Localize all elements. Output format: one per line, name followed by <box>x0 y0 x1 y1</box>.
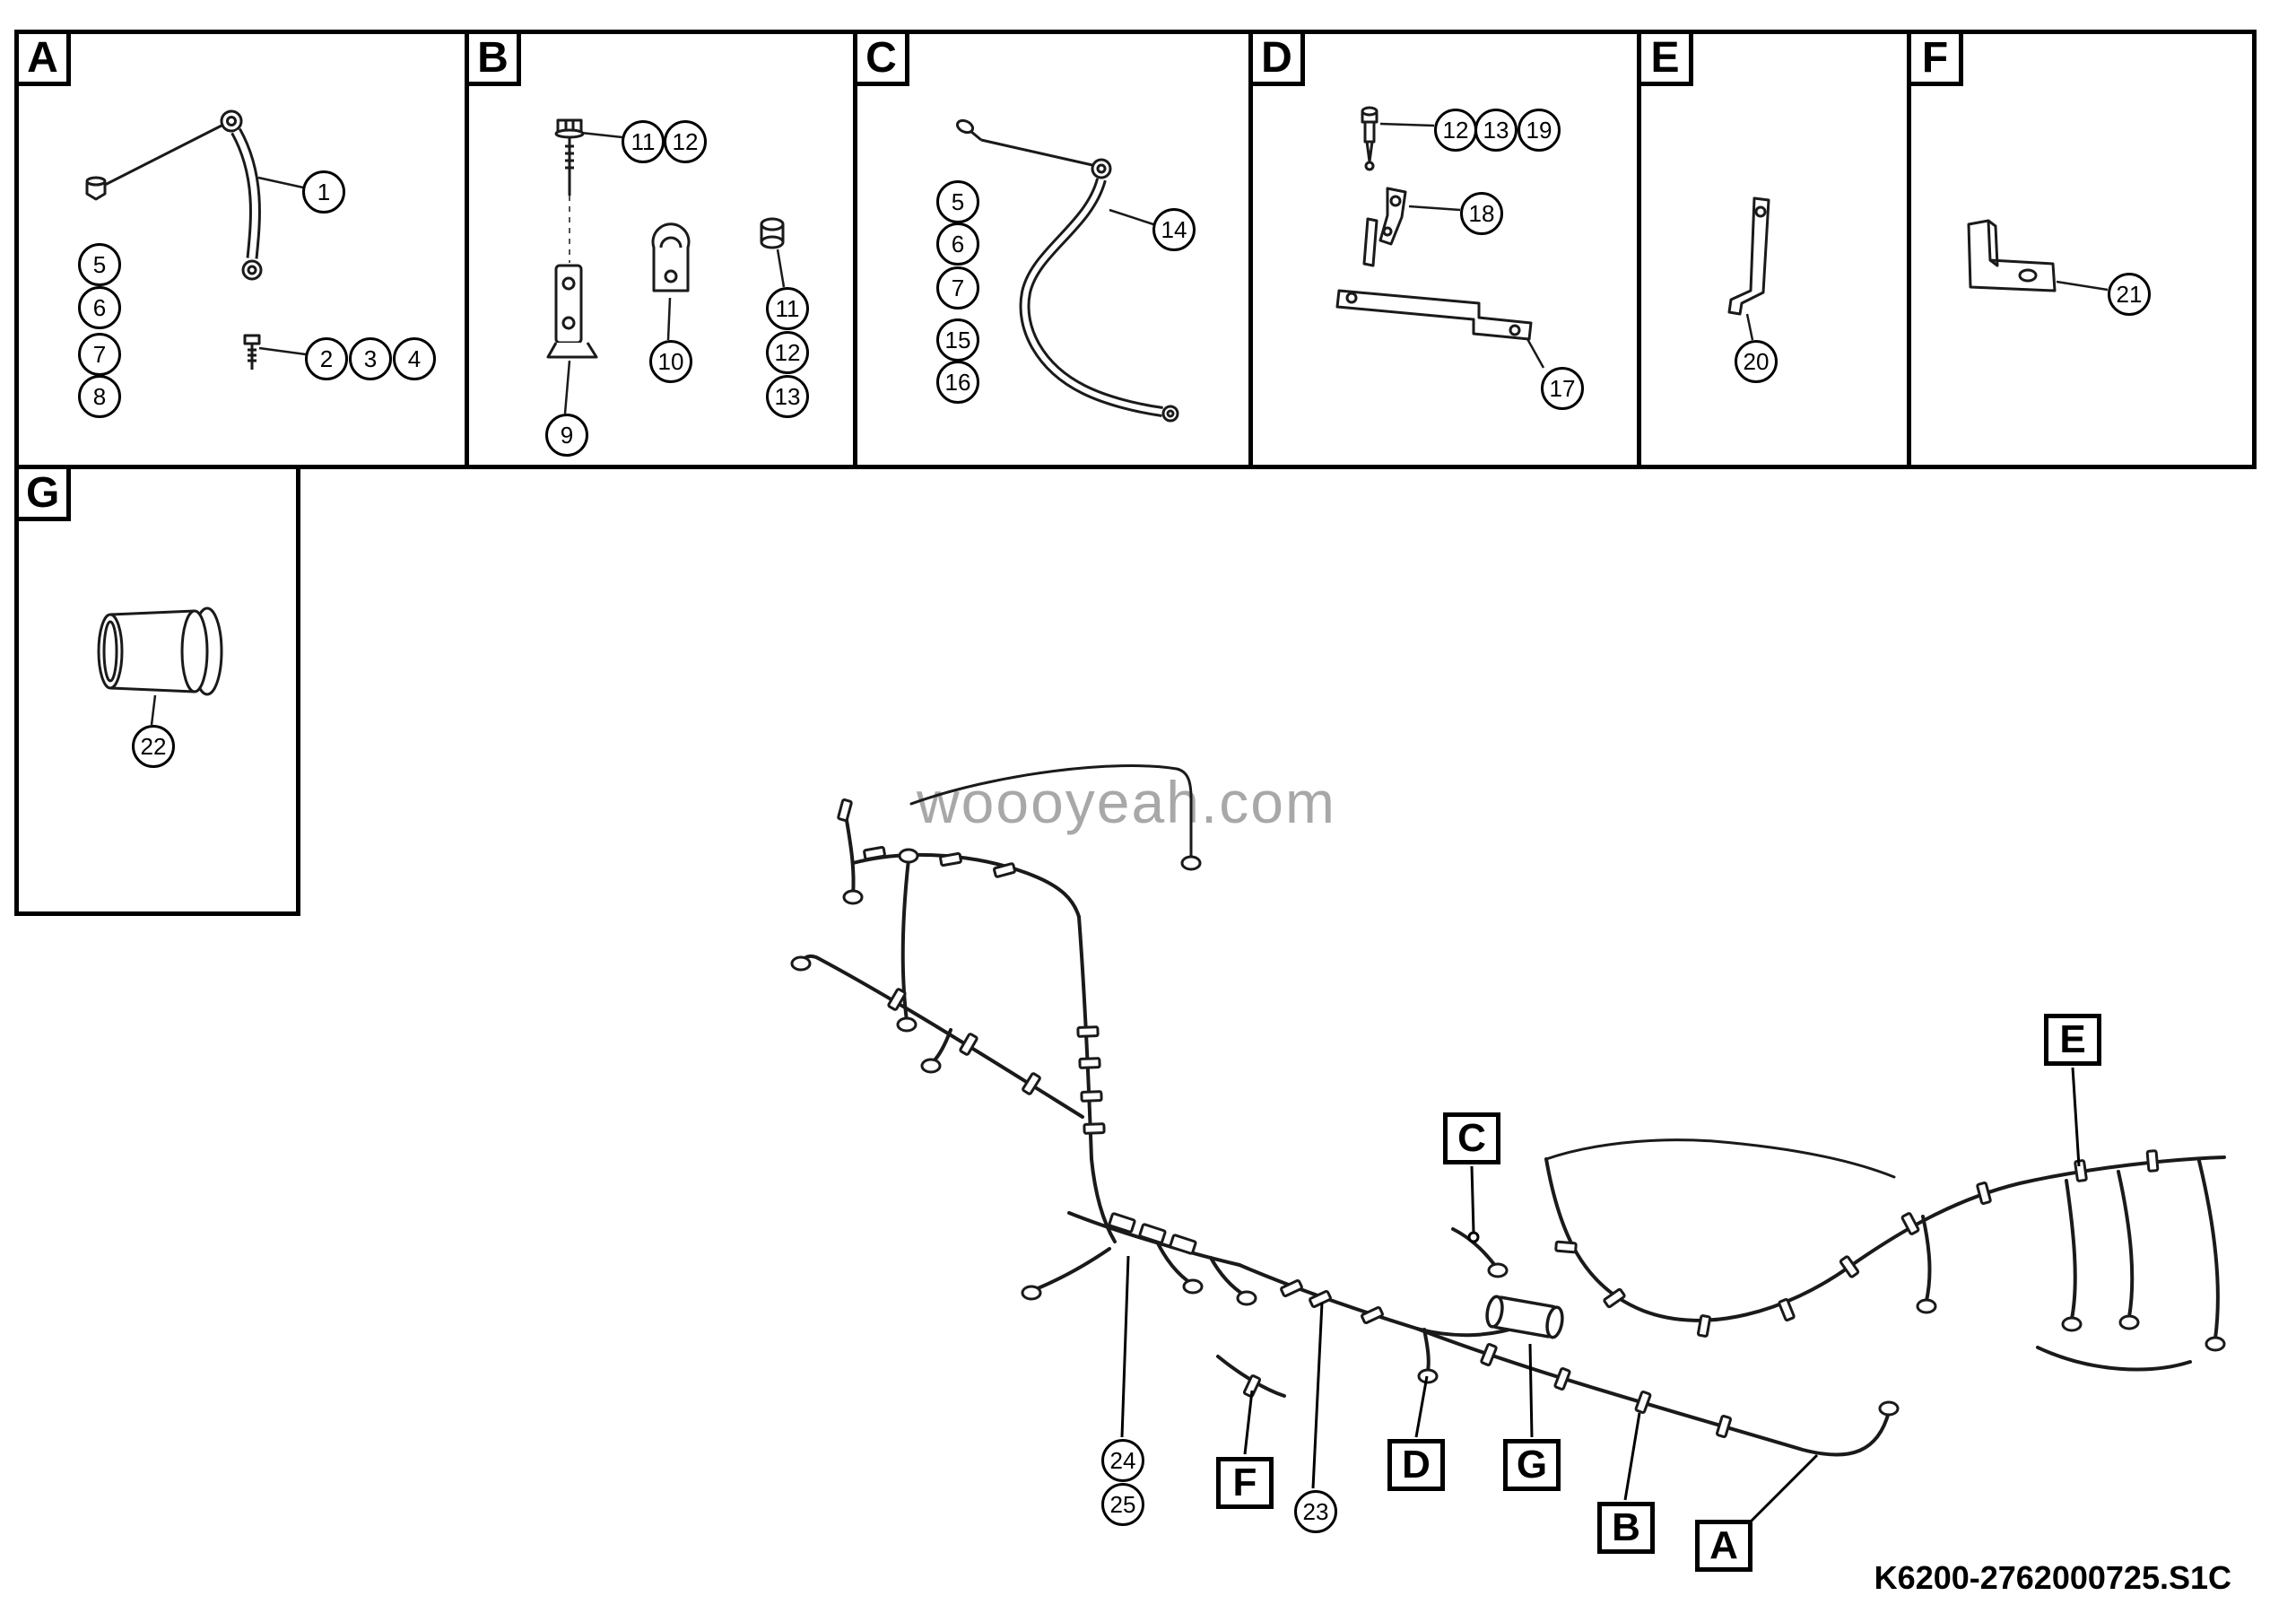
callout-22: 22 <box>132 725 175 768</box>
main-leader-lines <box>1120 1067 2081 1523</box>
main-label-a: A <box>1695 1520 1752 1572</box>
callout-11-top: 11 <box>622 120 665 163</box>
callout-17: 17 <box>1541 367 1584 410</box>
part-number: K6200-2762000725.S1C <box>1874 1559 2231 1596</box>
callout-21: 21 <box>2108 273 2151 316</box>
callout-5: 5 <box>78 243 121 286</box>
main-label-g: G <box>1503 1439 1561 1491</box>
callout-13: 13 <box>766 375 809 418</box>
main-label-b: B <box>1597 1502 1655 1554</box>
callout-3: 3 <box>349 337 392 380</box>
callout-19: 19 <box>1518 109 1561 152</box>
panel-a-part-drawing <box>85 109 307 370</box>
panel-c-letter: C <box>857 34 909 86</box>
callout-6c: 6 <box>936 222 979 266</box>
detail-panel-c: C 14 5 6 7 15 16 <box>853 30 1253 469</box>
panel-b-letter: B <box>469 34 521 86</box>
panel-g-letter: G <box>19 469 72 521</box>
main-label-f: F <box>1216 1457 1274 1509</box>
callout-24: 24 <box>1101 1439 1144 1482</box>
main-label-d: D <box>1387 1439 1445 1491</box>
sleeve-on-harness <box>1485 1295 1564 1339</box>
panel-d-letter: D <box>1253 34 1305 86</box>
callout-7c: 7 <box>936 266 979 310</box>
watermark-text: woooyeah.com <box>917 769 1336 835</box>
main-label-c: C <box>1443 1112 1500 1164</box>
callout-4: 4 <box>393 337 436 380</box>
detail-panel-f: F 21 <box>1907 30 2257 469</box>
callout-23: 23 <box>1294 1490 1337 1533</box>
callout-12-right: 12 <box>766 331 809 374</box>
callout-1: 1 <box>302 170 345 214</box>
callout-16: 16 <box>936 361 979 404</box>
panel-d-part-drawing <box>1335 106 1545 369</box>
detail-panel-a: A 1 2 3 4 5 6 7 8 <box>14 30 469 469</box>
callout-10: 10 <box>649 340 692 383</box>
callout-14: 14 <box>1152 208 1196 251</box>
callout-8: 8 <box>78 375 121 418</box>
callout-12-top: 12 <box>664 120 707 163</box>
callout-2: 2 <box>305 337 348 380</box>
callout-7: 7 <box>78 333 121 376</box>
panel-a-letter: A <box>19 34 71 86</box>
panel-g-part-drawing <box>97 606 223 726</box>
detail-panel-b: B 11 12 10 9 11 12 13 <box>465 30 857 469</box>
callout-25: 25 <box>1101 1483 1144 1526</box>
callout-13d: 13 <box>1474 109 1518 152</box>
connector-block-cluster <box>1108 1212 1197 1255</box>
main-label-e: E <box>2044 1014 2101 1066</box>
callout-6: 6 <box>78 286 121 329</box>
callout-11-right: 11 <box>766 287 809 330</box>
callout-20: 20 <box>1735 340 1778 383</box>
callout-12d: 12 <box>1434 109 1477 152</box>
panel-f-letter: F <box>1911 34 1963 86</box>
callout-15: 15 <box>936 318 979 362</box>
panel-e-part-drawing <box>1727 196 1770 341</box>
detail-panel-g: G 22 <box>14 465 300 916</box>
detail-panel-d: D 12 13 19 18 17 <box>1248 30 1641 469</box>
callout-5c: 5 <box>936 180 979 223</box>
panel-b-part-drawing <box>546 118 786 414</box>
panel-c-part-drawing <box>955 118 1179 423</box>
callout-9: 9 <box>545 414 588 457</box>
callout-18: 18 <box>1460 192 1503 235</box>
panel-e-letter: E <box>1641 34 1693 86</box>
panel-f-part-drawing <box>1967 219 2109 292</box>
